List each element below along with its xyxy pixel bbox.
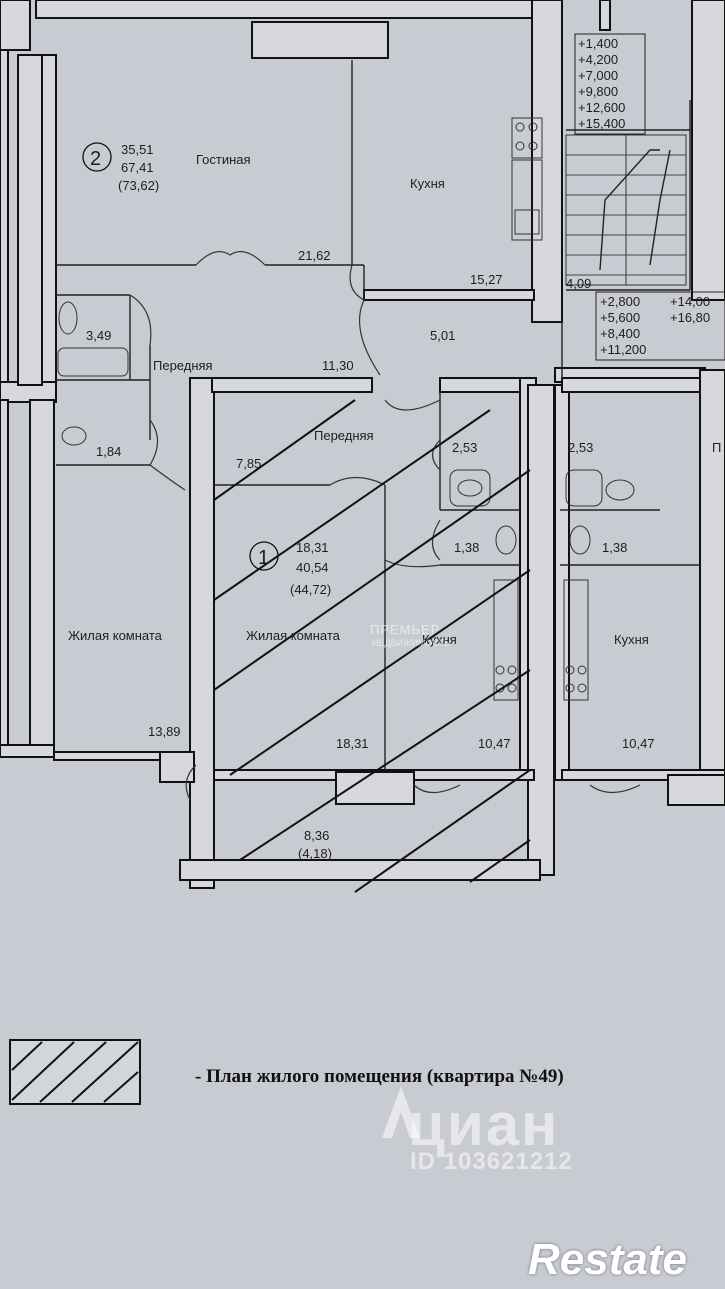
apt1-wc-area: 1,38 bbox=[454, 540, 479, 555]
room-area-bath-2: 3,49 bbox=[86, 328, 111, 343]
room-name-kitchen-2: Кухня bbox=[410, 176, 445, 191]
apt1-bath-area: 2,53 bbox=[452, 440, 477, 455]
room-name-living: Гостиная bbox=[196, 152, 251, 167]
level-upper-5: +15,400 bbox=[578, 116, 625, 131]
premier-watermark-sub: НЕДВИЖИМОСТЬ bbox=[372, 638, 450, 648]
room-area-hall-2: 11,30 bbox=[322, 358, 354, 373]
apt2-area-total: 67,41 bbox=[121, 160, 154, 175]
staircase bbox=[565, 134, 687, 286]
level-lower-b-0: +14,00 bbox=[670, 294, 710, 309]
restate-watermark: Restate bbox=[528, 1235, 687, 1284]
partitions bbox=[56, 60, 700, 770]
apt1-balcony-reduced: (4,18) bbox=[298, 846, 332, 861]
level-upper-4: +12,600 bbox=[578, 100, 625, 115]
right-kitchen-name: Кухня bbox=[614, 632, 649, 647]
apt1-hall-name: Передняя bbox=[314, 428, 374, 443]
apt2-area-balcony: (73,62) bbox=[118, 178, 159, 193]
room-area-vestibule-2: 5,01 bbox=[430, 328, 455, 343]
apt1-kitchen-name: Кухня bbox=[422, 632, 457, 647]
plan-labels: 2 35,51 67,41 (73,62) Гостиная 21,62 Кух… bbox=[68, 36, 721, 861]
level-lower-a-0: +2,800 bbox=[600, 294, 640, 309]
apt1-kitchen-area: 10,47 bbox=[478, 736, 511, 751]
level-lower-a-3: +11,200 bbox=[600, 342, 646, 357]
cian-id-watermark: ID 103621212 bbox=[410, 1148, 573, 1175]
right-hall-name: П bbox=[712, 440, 721, 455]
level-lower-a-2: +8,400 bbox=[600, 326, 640, 341]
apt2-number: 2 bbox=[90, 148, 101, 170]
apt1-area-living: 18,31 bbox=[296, 540, 329, 555]
apt2-area-living: 35,51 bbox=[121, 142, 154, 157]
premier-watermark: ПРЕМЬЕР bbox=[370, 622, 441, 637]
apartment-1-hatching bbox=[213, 399, 531, 893]
left-room-area: 13,89 bbox=[148, 724, 181, 739]
level-lower-b-1: +16,80 bbox=[670, 310, 710, 325]
legend-caption: - План жилого помещения (квартира №49) bbox=[195, 1066, 564, 1087]
room-area-kitchen-2: 15,27 bbox=[470, 272, 503, 287]
legend-swatch bbox=[9, 1039, 141, 1105]
apt1-living-name: Жилая комната bbox=[246, 628, 341, 643]
room-name-hall-2: Передняя bbox=[153, 358, 213, 373]
level-upper-0: +1,400 bbox=[578, 36, 618, 51]
apt1-number: 1 bbox=[258, 547, 269, 569]
cian-watermark: циан bbox=[408, 1091, 560, 1158]
doors bbox=[129, 251, 641, 801]
level-upper-2: +7,000 bbox=[578, 68, 618, 83]
level-lower-a-1: +5,600 bbox=[600, 310, 640, 325]
apt1-area-balcony: (44,72) bbox=[290, 582, 331, 597]
level-upper-1: +4,200 bbox=[578, 52, 618, 67]
right-bath-area: 2,53 bbox=[568, 440, 593, 455]
level-upper-3: +9,800 bbox=[578, 84, 618, 99]
left-room-area-toilet: 1,84 bbox=[96, 444, 121, 459]
walls bbox=[0, 0, 725, 889]
fixtures bbox=[57, 117, 635, 701]
apt1-area-total: 40,54 bbox=[296, 560, 329, 575]
apt1-balcony-area: 8,36 bbox=[304, 828, 329, 843]
room-area-living: 21,62 bbox=[298, 248, 331, 263]
right-wc-area: 1,38 bbox=[602, 540, 627, 555]
right-kitchen-area: 10,47 bbox=[622, 736, 655, 751]
apt1-living-area: 18,31 bbox=[336, 736, 369, 751]
stair-landing-area: 4,09 bbox=[566, 276, 591, 291]
left-room-name: Жилая комната bbox=[68, 628, 163, 643]
apt1-hall-area: 7,85 bbox=[236, 456, 261, 471]
cian-logo-icon bbox=[382, 1086, 420, 1138]
